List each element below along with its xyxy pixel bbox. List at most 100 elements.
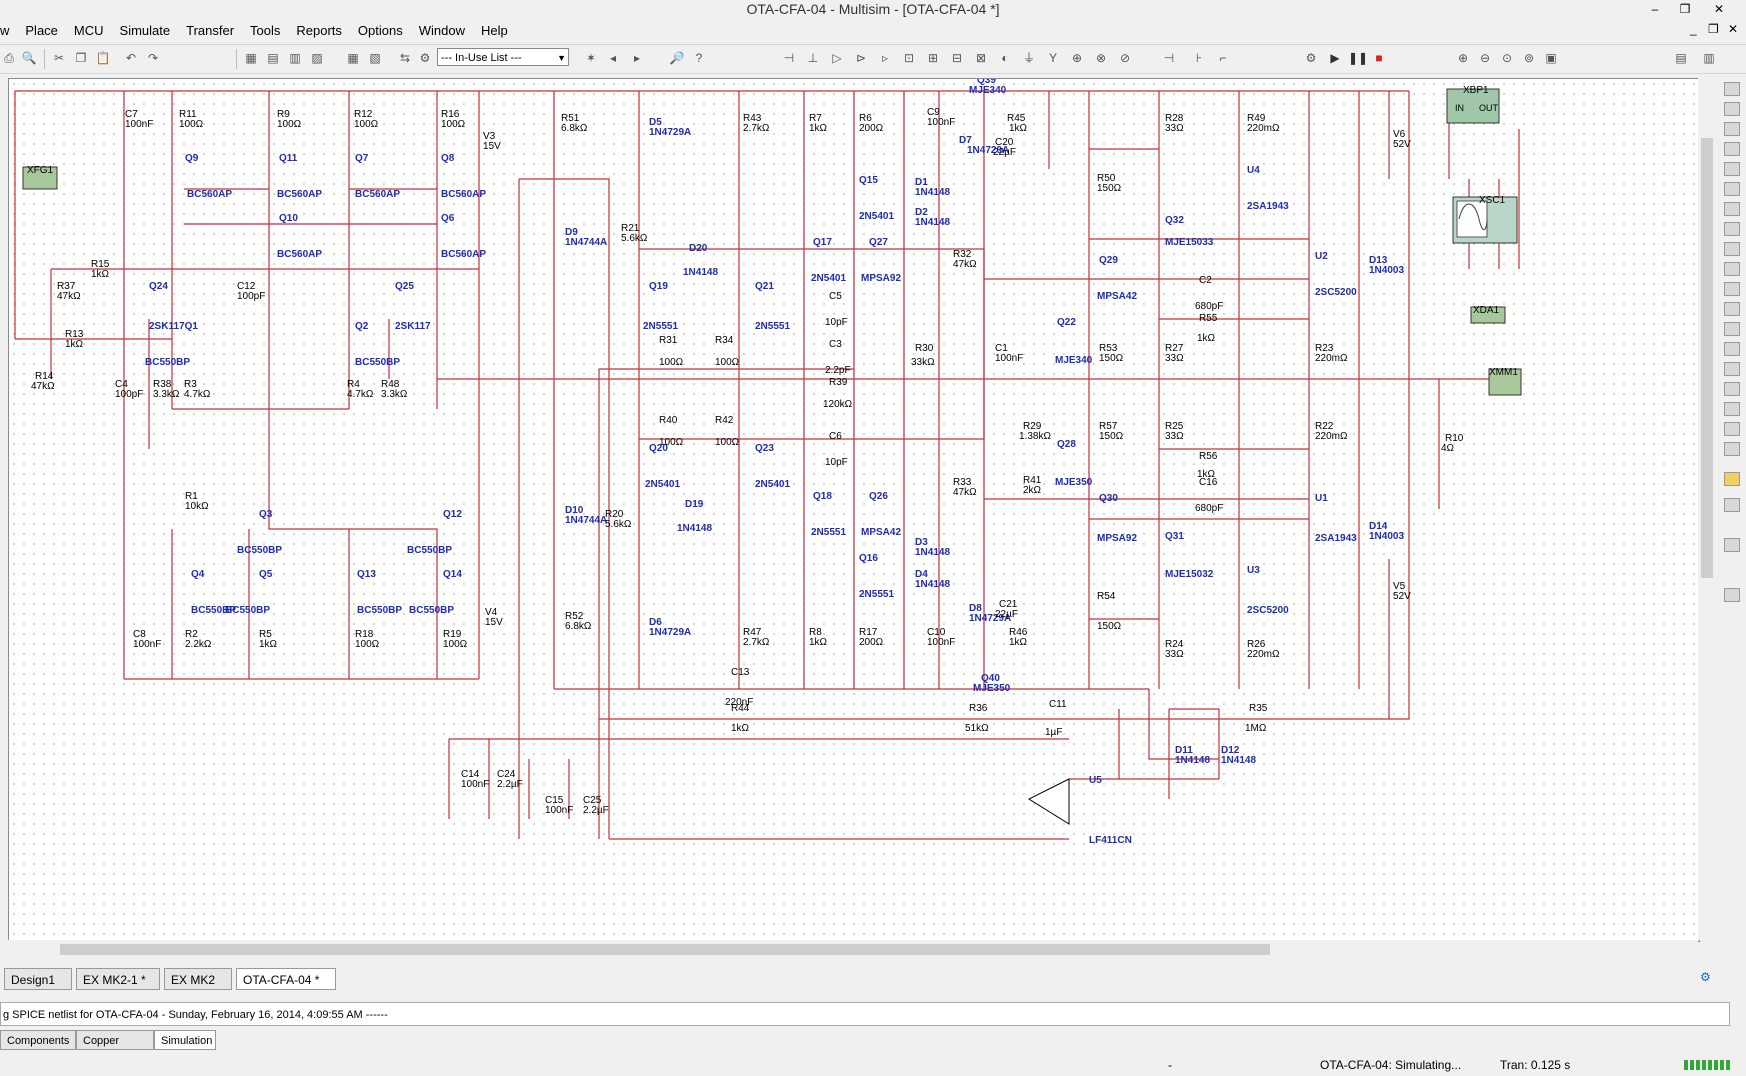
logic-analyzer-icon[interactable]: [1724, 262, 1740, 276]
menu-item-reports[interactable]: Reports: [296, 23, 342, 38]
distortion-analyzer-xda1[interactable]: [1470, 306, 1506, 324]
opamp-u5[interactable]: [1027, 778, 1070, 825]
mdi-restore-button[interactable]: ❐: [1708, 22, 1719, 36]
tab-design1[interactable]: Design1: [4, 968, 72, 990]
mdi-close-button[interactable]: ✕: [1728, 22, 1739, 36]
word-generator-icon[interactable]: [1724, 222, 1740, 236]
zoom-area-icon[interactable]: ⊙: [1501, 51, 1513, 65]
menu-item-window[interactable]: Window: [418, 23, 465, 38]
labview-icon[interactable]: [1724, 442, 1740, 456]
grapher-icon[interactable]: ▨: [311, 51, 323, 65]
place-analog-icon[interactable]: ▹: [881, 51, 889, 65]
redo-icon[interactable]: ↷: [147, 51, 159, 65]
pause-icon[interactable]: ❚❚: [1348, 51, 1369, 65]
menu-item-place[interactable]: Place: [25, 23, 58, 38]
zoom-in-icon[interactable]: ⊕: [1457, 51, 1469, 65]
place-connector-icon[interactable]: ⊣: [1163, 51, 1175, 65]
logic-converter-icon[interactable]: [1724, 242, 1740, 256]
place-rf-icon[interactable]: Y: [1048, 51, 1057, 65]
spectrum-analyzer-icon[interactable]: [1724, 322, 1740, 336]
place-transistor-icon[interactable]: ⊳: [855, 51, 867, 65]
bode-plotter-icon[interactable]: [1724, 182, 1740, 196]
transfer-icon[interactable]: ▸: [633, 51, 641, 65]
frequency-counter-icon[interactable]: [1724, 202, 1740, 216]
component-icon[interactable]: ⚙: [419, 51, 431, 65]
menu-item-tools[interactable]: Tools: [250, 23, 281, 38]
wrench-icon[interactable]: [1724, 588, 1740, 602]
place-resistor-icon[interactable]: ⊣: [783, 51, 795, 65]
spreadsheet-view-icon[interactable]: ▥: [1703, 51, 1715, 65]
place-wire-icon[interactable]: ⌐: [1219, 51, 1227, 65]
multimeter-icon[interactable]: [1724, 82, 1740, 96]
agilent-scope-icon[interactable]: [1724, 402, 1740, 416]
four-channel-scope-icon[interactable]: [1724, 162, 1740, 176]
place-ttl-icon[interactable]: ⊡: [903, 51, 915, 65]
function-generator-xfg1[interactable]: [22, 166, 58, 190]
place-mcu-icon[interactable]: ⊗: [1095, 51, 1107, 65]
tab-copper-layers[interactable]: Copper layers: [76, 1030, 154, 1067]
iv-analyzer-icon[interactable]: [1724, 282, 1740, 296]
database-icon[interactable]: ▥: [289, 51, 301, 65]
spreadsheet-icon[interactable]: ▤: [267, 51, 279, 65]
minimize-button[interactable]: –: [1651, 2, 1659, 16]
place-bus-icon[interactable]: ⊘: [1119, 51, 1131, 65]
horizontal-scroll-thumb[interactable]: [60, 944, 1270, 955]
bom-icon[interactable]: ▧: [369, 51, 381, 65]
multimeter-xmm1[interactable]: [1488, 368, 1522, 396]
place-cmos-icon[interactable]: ⊞: [927, 51, 939, 65]
menu-item-mcu[interactable]: MCU: [73, 23, 104, 38]
place-indicator-icon[interactable]: ◐: [1001, 51, 1009, 65]
vertical-scroll-thumb[interactable]: [1701, 138, 1713, 578]
oscilloscope-icon[interactable]: [1724, 142, 1740, 156]
close-button[interactable]: ✕: [1713, 2, 1725, 16]
paste-icon[interactable]: 📋: [95, 51, 111, 65]
agilent-generator-icon[interactable]: [1724, 362, 1740, 376]
tab-ex-mk2[interactable]: EX MK2: [164, 968, 232, 990]
back-annotate-icon[interactable]: ◂: [609, 51, 617, 65]
print-preview-icon[interactable]: 🔍: [21, 51, 37, 65]
place-diode-icon[interactable]: ▷: [832, 51, 842, 65]
tab-simulation[interactable]: Simulation: [154, 1030, 216, 1050]
place-power-icon[interactable]: ⏚: [1022, 51, 1035, 65]
place-mixed-icon[interactable]: ⊠: [975, 51, 987, 65]
cut-icon[interactable]: ✂: [53, 51, 65, 65]
undo-icon[interactable]: ↶: [125, 51, 137, 65]
table-icon[interactable]: ▦: [347, 51, 359, 65]
print-icon[interactable]: ⎙: [4, 51, 14, 65]
copy-icon[interactable]: ❐: [75, 51, 87, 65]
zoom-fit-icon[interactable]: ⊚: [1523, 51, 1535, 65]
tektronix-scope-icon[interactable]: [1724, 422, 1740, 436]
hierarchy-icon[interactable]: ⇆: [399, 51, 411, 65]
tab-ex-mk2-1[interactable]: EX MK2-1 *: [76, 968, 160, 990]
tool-icon[interactable]: [1724, 538, 1740, 552]
run-scripts-icon[interactable]: ✶: [585, 51, 597, 65]
netlist-icon[interactable]: ⚙: [1700, 970, 1711, 984]
help-icon[interactable]: ?: [695, 51, 703, 65]
run-icon[interactable]: ▶: [1330, 51, 1340, 65]
distortion-analyzer-icon[interactable]: [1724, 302, 1740, 316]
oscilloscope-xsc1[interactable]: [1452, 196, 1518, 244]
mdi-minimize-button[interactable]: _: [1690, 22, 1697, 36]
in-use-list-select[interactable]: --- In-Use List --- ▼: [437, 48, 569, 66]
menu-item-transfer[interactable]: Transfer: [186, 23, 235, 38]
stop-icon[interactable]: ■: [1375, 51, 1383, 65]
restore-button[interactable]: ❐: [1679, 2, 1691, 16]
network-analyzer-icon[interactable]: [1724, 342, 1740, 356]
probe-icon[interactable]: [1724, 498, 1740, 512]
place-misc-icon[interactable]: ⊟: [951, 51, 963, 65]
fullscreen-icon[interactable]: ▣: [1545, 51, 1557, 65]
vertical-scrollbar[interactable]: [1698, 78, 1716, 940]
tab-components[interactable]: Components: [0, 1030, 76, 1050]
horizontal-scrollbar[interactable]: [8, 940, 1698, 958]
design-toolbox-icon[interactable]: ▤: [1675, 51, 1687, 65]
tab-ota-cfa-04[interactable]: OTA-CFA-04 *: [236, 968, 336, 990]
menu-item-help[interactable]: Help: [480, 23, 508, 38]
menu-item-window-partial[interactable]: w: [0, 23, 10, 38]
current-probe-icon[interactable]: [1724, 472, 1740, 486]
grid-icon[interactable]: ▦: [245, 51, 257, 65]
zoom-out-icon[interactable]: ⊖: [1479, 51, 1491, 65]
agilent-multimeter-icon[interactable]: [1724, 382, 1740, 396]
place-electromech-icon[interactable]: ⊕: [1071, 51, 1083, 65]
function-generator-icon[interactable]: [1724, 102, 1740, 116]
